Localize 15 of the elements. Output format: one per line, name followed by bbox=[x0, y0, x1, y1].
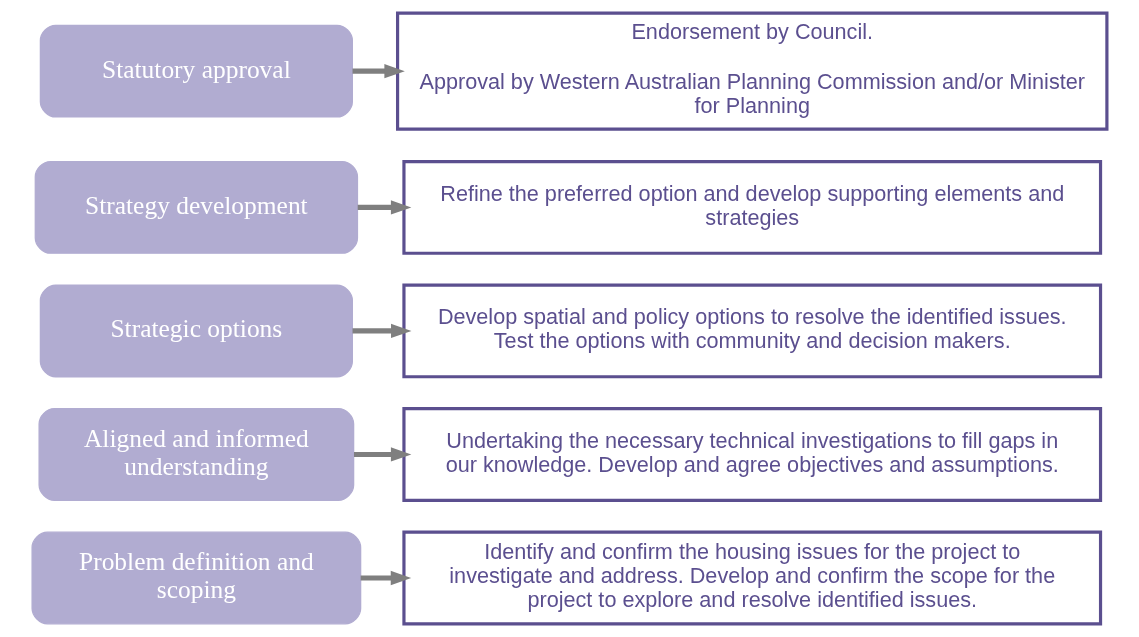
node-box: Statutory approval bbox=[39, 24, 353, 118]
arrow bbox=[352, 63, 405, 79]
arrow bbox=[354, 447, 412, 462]
node-box: Aligned and informed understanding bbox=[38, 407, 355, 501]
node-box: Problem definition and scoping bbox=[31, 531, 362, 625]
node-box: Undertaking the necessary technical investigations to fill gaps in our knowledge. Develop and agree objectives and assumptions. bbox=[402, 407, 1103, 502]
node-box: Develop spatial and policy options to resolve the identified issues. Test the options with community and decision makers. bbox=[402, 283, 1103, 379]
arrow bbox=[352, 323, 412, 339]
node-box: Refine the preferred option and develop supporting elements and strategies bbox=[402, 159, 1103, 255]
node-box: Strategy development bbox=[34, 160, 359, 254]
node-box: Strategic options bbox=[39, 284, 353, 378]
arrow bbox=[357, 200, 412, 215]
node-box: Identify and confirm the housing issues for the project to investigate and address. Develop and confirm the scope for the project to explore and resolve identified issues. bbox=[402, 530, 1103, 626]
node-box: Endorsement by Council. Approval by Western Australian Planning Commission and/or Minister for Planning bbox=[396, 11, 1109, 131]
arrow bbox=[360, 570, 412, 586]
